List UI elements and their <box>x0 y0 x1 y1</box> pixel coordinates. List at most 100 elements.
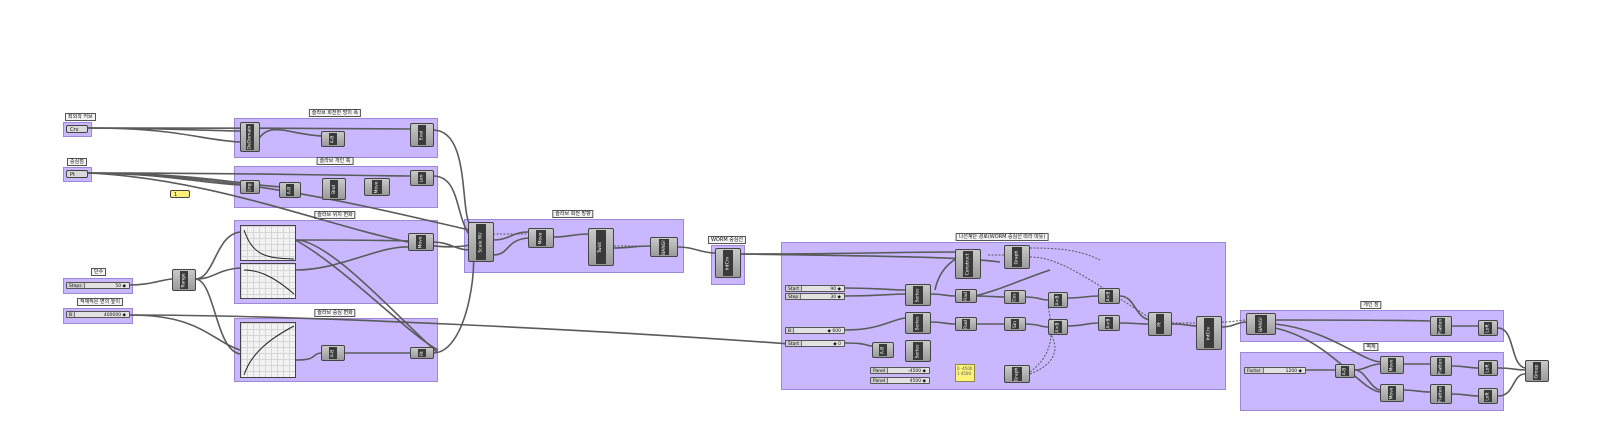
move5-component[interactable]: Move <box>1380 384 1404 402</box>
ab2-component-label: A-B <box>287 186 293 194</box>
b2-slider-value: ◆ 600 <box>827 329 841 334</box>
number-param[interactable]: 1 <box>170 190 190 198</box>
move1-component[interactable]: Move <box>364 178 390 196</box>
b2-slider[interactable]: B ◆ 600 <box>785 327 845 334</box>
group-title-stairs: 개인 장 <box>1360 301 1382 309</box>
move1-component-label: Move <box>374 180 380 194</box>
start2-slider-value: ◆ 0 <box>833 342 841 347</box>
rad1-component[interactable]: Rad <box>955 289 977 303</box>
group-title-walls: 벽체 <box>1363 343 1379 351</box>
ab5-component[interactable]: A-B <box>1335 364 1355 378</box>
loft3-component-label: Loft <box>1485 391 1491 401</box>
ab4-component[interactable]: A-B <box>872 342 894 358</box>
flatten3-component[interactable]: Flatten <box>1430 384 1452 404</box>
scale-component-label: Scale NU <box>478 231 484 253</box>
range-component-label: Range <box>181 272 187 288</box>
axb2-component-label: A×B <box>1055 322 1061 332</box>
rad2-component-label: Rad <box>963 319 969 329</box>
axb2-component[interactable]: A×B <box>1048 319 1068 335</box>
steps-slider-name: Steps <box>67 283 85 289</box>
pt-component[interactable]: Pt <box>1148 312 1172 336</box>
graph-curve-1 <box>243 229 295 260</box>
curve-param[interactable]: Crv <box>66 125 88 133</box>
yellow-panel[interactable]: 0 -4500 1 4500 <box>955 364 975 382</box>
sin-component-label: Sin <box>1012 320 1018 328</box>
bnd-component[interactable]: Bnd <box>322 178 346 200</box>
panel1-slider-name: Panel <box>871 368 889 374</box>
group-component[interactable]: Group <box>1525 360 1549 382</box>
move3-component[interactable]: Move <box>528 228 554 248</box>
height-slider[interactable]: B 400000 ◆ <box>66 311 130 318</box>
ab4-component-label: A-B <box>880 346 886 354</box>
move4-component[interactable]: Move <box>1380 356 1404 374</box>
series1-component[interactable]: Series <box>905 284 931 306</box>
flatten2-component-label: Flatten <box>1438 358 1444 374</box>
rot-component[interactable]: Rt <box>410 347 434 359</box>
step1-slider[interactable]: Step 30 ◆ <box>785 293 845 300</box>
b2-slider-name: B <box>786 328 795 334</box>
sin-component[interactable]: Sin <box>1004 317 1026 331</box>
bang2-component[interactable]: BANG! <box>1246 313 1276 335</box>
series2-component[interactable]: Series <box>905 312 931 334</box>
cos-component[interactable]: Cos <box>1004 290 1026 304</box>
lng-component[interactable]: Lng <box>240 180 260 194</box>
graph-mapper-3[interactable] <box>240 322 296 378</box>
ab2-component[interactable]: A-B <box>279 182 301 198</box>
axb3-component[interactable]: A×B <box>1098 288 1120 304</box>
flatten1-component[interactable]: Flatten <box>1430 316 1452 336</box>
point-param[interactable]: Pt <box>66 170 88 178</box>
scale-component[interactable]: Scale NU <box>468 222 494 262</box>
factor-slider[interactable]: Factor 1200 ◆ <box>1244 367 1306 374</box>
len-component-label: Len <box>419 173 425 183</box>
panel1-slider[interactable]: Panel -4500 ◆ <box>870 367 930 374</box>
steps-slider[interactable]: Steps 50 ◆ <box>66 282 130 289</box>
series3-component[interactable]: Series <box>905 340 931 362</box>
intcrv1-component[interactable]: IntCrv <box>715 248 741 278</box>
loft3-component[interactable]: Loft <box>1478 388 1498 404</box>
move2-component[interactable]: Move <box>408 233 434 251</box>
graph-component[interactable]: Graph <box>1004 245 1030 269</box>
eval-component[interactable]: Eval <box>410 123 434 147</box>
range-component[interactable]: Range <box>172 269 196 291</box>
group-title-worm-centerline: WORM 중심선 <box>707 236 747 244</box>
rad1-component-label: Rad <box>963 291 969 301</box>
graph-mapper-2[interactable] <box>240 263 296 299</box>
flatten1-component-label: Flatten <box>1438 318 1444 334</box>
intcrv2-component[interactable]: IntCrv <box>1196 316 1222 350</box>
group-title-slab-center: 슬라브 중심 변화 <box>314 309 356 317</box>
start2-slider[interactable]: Start ◆ 0 <box>785 340 845 347</box>
intcrv2-component-label: IntCrv <box>1206 326 1212 340</box>
loft2-component-label: Loft <box>1485 363 1491 373</box>
factor-slider-name: Factor <box>1245 368 1264 374</box>
twist-component[interactable]: Twist <box>588 228 614 266</box>
group-walls[interactable] <box>1240 352 1504 411</box>
group-title-spiral-path: 나선계단 경로(WORM 중심선 따라 따뜻) <box>955 233 1049 241</box>
ab3-component-label: A-B <box>330 349 336 357</box>
step1-slider-name: Step <box>786 294 802 300</box>
loft1-component-label: Loft <box>1485 323 1491 333</box>
group-slab-rotation[interactable] <box>464 219 684 273</box>
dedomain-component[interactable]: DeDomain <box>240 122 260 152</box>
graph2-component[interactable]: Graph <box>1004 365 1030 383</box>
panel2-slider[interactable]: Panel 4500 ◆ <box>870 377 930 384</box>
construct-component[interactable]: Construct <box>955 249 981 279</box>
loft1-component[interactable]: Loft <box>1478 320 1498 336</box>
bang1-component[interactable]: BANG! <box>650 237 678 257</box>
panel2-slider-name: Panel <box>871 378 889 384</box>
len-component[interactable]: Len <box>410 170 434 186</box>
rot-component-label: Rt <box>419 350 425 356</box>
start1-slider[interactable]: Start 90 ◆ <box>785 285 845 292</box>
loft2-component[interactable]: Loft <box>1478 360 1498 376</box>
eval-component-label: Eval <box>419 130 425 140</box>
axb4-component[interactable]: A×B <box>1098 315 1120 331</box>
ab1-component[interactable]: A-B <box>321 131 345 147</box>
steps-label: 단수 <box>91 268 107 276</box>
axb1-component[interactable]: A×B <box>1048 292 1068 308</box>
group-title-slab-width: 슬라브 회전한 방의 폭 <box>308 109 362 117</box>
flatten2-component[interactable]: Flatten <box>1430 356 1452 376</box>
rad2-component[interactable]: Rad <box>955 317 977 331</box>
graph-mapper-1[interactable] <box>240 225 296 261</box>
height-label: 적재작은 면의 높이 <box>77 298 123 306</box>
ab3-component[interactable]: A-B <box>321 345 345 361</box>
